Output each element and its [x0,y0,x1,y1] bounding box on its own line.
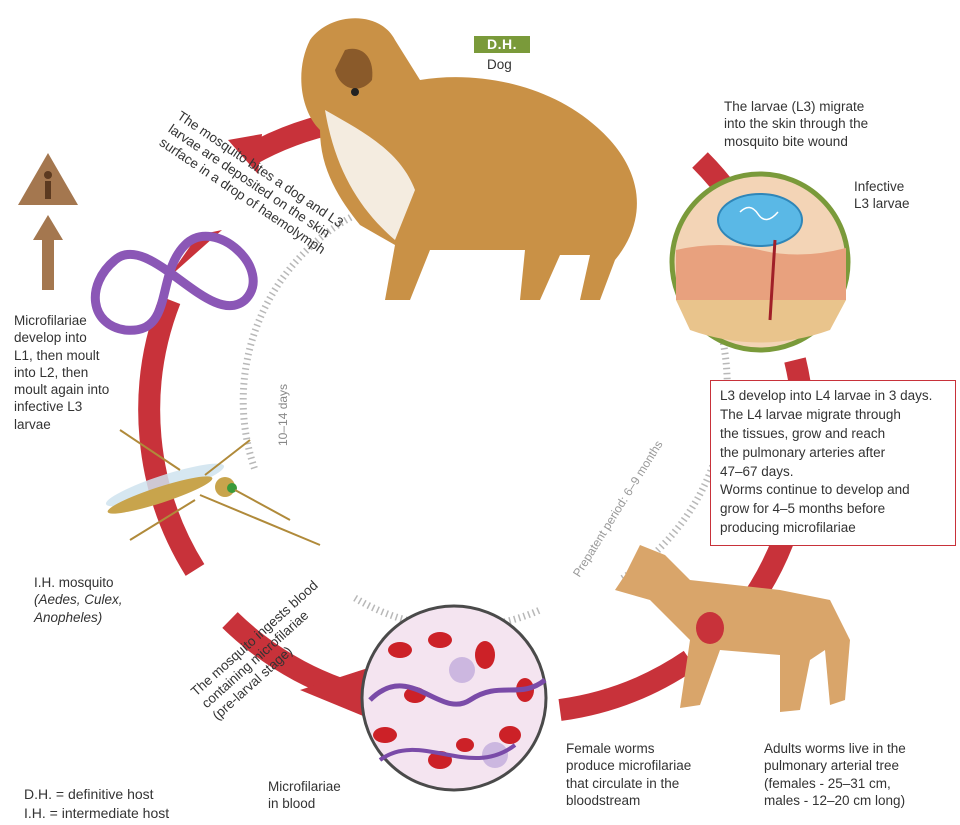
mosquito-icon [103,430,320,545]
microfilariae-develop-label: Microfilariae develop into L1, then moul… [14,312,109,433]
human-icon [18,153,78,205]
infective-l3-label: Infective L3 larvae [854,178,910,213]
microfilariae-blood-label: Microfilariae in blood [268,778,341,813]
period-days-label: 10–14 days [276,384,290,446]
legend: D.H. = definitive host I.H. = intermedia… [24,785,169,823]
definitive-host-name: Dog [487,56,512,73]
l3-migrate-label: The larvae (L3) migrate into the skin th… [724,98,868,150]
up-arrow-icon [33,215,63,290]
female-worms-label: Female worms produce microfilariae that … [566,740,691,809]
definitive-host-badge: D.H. [474,36,530,53]
blood-circle-icon [362,606,546,790]
ih-mosquito-label: I.H. mosquito (Aedes, Culex, Anopheles) [34,574,123,626]
skin-section-icon [672,174,848,350]
adult-worms-label: Adults worms live in the pulmonary arter… [764,740,906,809]
dog-illustration [301,18,637,300]
l3-development-box: L3 develop into L4 larvae in 3 days. The… [710,380,956,546]
